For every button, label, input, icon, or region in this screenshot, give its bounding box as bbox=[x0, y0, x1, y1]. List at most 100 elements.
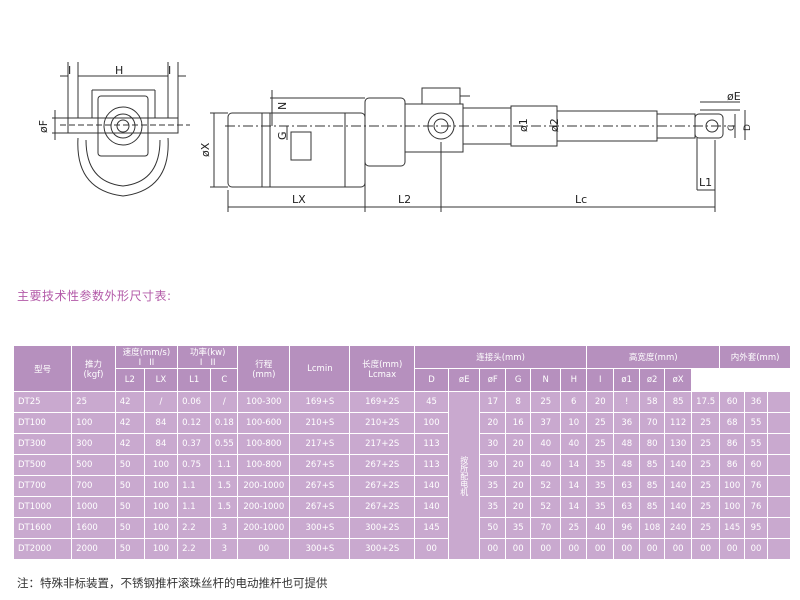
dim-label-C: C bbox=[727, 125, 737, 131]
dim-label-Lc: Lc bbox=[575, 193, 587, 206]
table-cell-d: 52 bbox=[530, 496, 562, 518]
side-view-motor-arc bbox=[77, 137, 169, 197]
table-cell-stroke: 200-1000 bbox=[237, 517, 291, 539]
subheader-cell: ø2 bbox=[639, 368, 666, 392]
header-row-2: L2 LX L1 C D øE øF G N H I ø1 ø2 øX bbox=[14, 368, 791, 392]
subheader-cell: øF bbox=[479, 368, 507, 392]
table-cell-s1: 42 bbox=[114, 391, 145, 413]
table-cell-d2: 55 bbox=[744, 412, 768, 434]
motor-body bbox=[227, 112, 366, 188]
table-cell-d: 40 bbox=[530, 454, 562, 476]
subheader-cell: LX bbox=[143, 368, 179, 392]
table-cell-d2: 76 bbox=[744, 496, 768, 518]
header-lcmin: Lcmin bbox=[289, 345, 351, 392]
table-cell-dx bbox=[766, 454, 792, 476]
table-cell-e: 14 bbox=[560, 454, 588, 476]
table-cell-l1: 30 bbox=[479, 433, 507, 455]
table-cell-model: DT100 bbox=[12, 412, 73, 434]
table-cell-n: 70 bbox=[639, 412, 666, 434]
table-cell-d1: 86 bbox=[719, 433, 746, 455]
table-cell-lcmax: 210+2S bbox=[349, 412, 415, 434]
table-cell-p1: 2.2 bbox=[177, 538, 212, 560]
table-cell-l1: 35 bbox=[479, 496, 507, 518]
dim-label-D: D bbox=[743, 124, 753, 131]
table-cell-dx bbox=[766, 517, 792, 539]
table-cell-c: 35 bbox=[505, 517, 532, 539]
gearbox bbox=[364, 97, 406, 167]
table-cell-f: 35 bbox=[586, 454, 615, 476]
subheader-cell: G bbox=[505, 368, 532, 392]
table-cell-dx bbox=[766, 496, 792, 518]
table-cell-lcmin: 217+S bbox=[289, 433, 351, 455]
table-cell-p2: 0.18 bbox=[210, 412, 239, 434]
table-cell-e: 25 bbox=[560, 517, 588, 539]
table-cell-stroke: 100-800 bbox=[237, 454, 291, 476]
dim-label-phi1: ø1 bbox=[517, 118, 530, 132]
table-cell-d2: 95 bbox=[744, 517, 768, 539]
table-cell-n: 80 bbox=[639, 433, 666, 455]
table-cell-p2: 1.5 bbox=[210, 475, 239, 497]
table-cell-dx bbox=[766, 475, 792, 497]
header-model: 型号 bbox=[12, 345, 73, 392]
subheader-cell: H bbox=[560, 368, 588, 392]
table-cell-h: 140 bbox=[664, 475, 693, 497]
table-cell-g: 96 bbox=[613, 517, 641, 539]
table-cell-d: 00 bbox=[530, 538, 562, 560]
table-cell-c: 8 bbox=[505, 391, 532, 413]
table-cell-p2: 1.5 bbox=[210, 496, 239, 518]
table-cell-stroke: 200-1000 bbox=[237, 475, 291, 497]
table-cell-n: 85 bbox=[639, 496, 666, 518]
table-cell-g: 63 bbox=[613, 475, 641, 497]
dim-label-LX: LX bbox=[292, 193, 306, 206]
table-cell-lcmin: 300+S bbox=[289, 538, 351, 560]
table-cell-d2: 60 bbox=[744, 454, 768, 476]
table-cell-c: 20 bbox=[505, 433, 532, 455]
table-cell-stroke: 00 bbox=[237, 538, 291, 560]
table-cell-e: 14 bbox=[560, 496, 588, 518]
table-cell-thrust: 2000 bbox=[71, 538, 116, 560]
table-cell-d: 52 bbox=[530, 475, 562, 497]
table-cell-model: DT1600 bbox=[12, 517, 73, 539]
table-cell-e: 40 bbox=[560, 433, 588, 455]
table-cell-lcmin: 300+S bbox=[289, 517, 351, 539]
table-cell-d1: 100 bbox=[719, 496, 746, 518]
subheader-cell: D bbox=[413, 368, 450, 392]
dim-label-N: N bbox=[276, 102, 289, 110]
table-cell-d1: 86 bbox=[719, 454, 746, 476]
table-cell-p1: 0.75 bbox=[177, 454, 212, 476]
table-cell-f: 35 bbox=[586, 475, 615, 497]
table-cell-d2: 00 bbox=[744, 538, 768, 560]
table-cell-l1: 20 bbox=[479, 412, 507, 434]
table-cell-l2: 113 bbox=[413, 433, 450, 455]
table-cell-l2: 145 bbox=[413, 517, 450, 539]
table-cell-dx bbox=[766, 412, 792, 434]
table-cell-i: 25 bbox=[691, 517, 721, 539]
table-cell-d1: 60 bbox=[719, 391, 746, 413]
table-cell-e: 14 bbox=[560, 475, 588, 497]
table-cell-p1: 0.06 bbox=[177, 391, 212, 413]
table-cell-n: 58 bbox=[639, 391, 666, 413]
header-power: 功率(kw)I II bbox=[177, 345, 239, 369]
table-cell-s2: 100 bbox=[143, 496, 179, 518]
table-cell-l1: 17 bbox=[479, 391, 507, 413]
table-cell-lcmax: 217+2S bbox=[349, 433, 415, 455]
table-cell-n: 108 bbox=[639, 517, 666, 539]
table-cell-d2: 36 bbox=[744, 391, 768, 413]
header-connector: 连接头(mm) bbox=[413, 345, 588, 369]
table-cell-d1: 145 bbox=[719, 517, 746, 539]
table-cell-lcmin: 210+S bbox=[289, 412, 351, 434]
table-cell-model: DT2000 bbox=[12, 538, 73, 560]
header-thrust: 推力(kgf) bbox=[71, 345, 116, 392]
table-cell-s2: 100 bbox=[143, 454, 179, 476]
table-cell-i: 25 bbox=[691, 496, 721, 518]
table-cell-s2: 84 bbox=[143, 433, 179, 455]
table-cell-thrust: 700 bbox=[71, 475, 116, 497]
table-cell-dx bbox=[766, 433, 792, 455]
table-cell-i: 17.5 bbox=[691, 391, 721, 413]
table-cell-i: 25 bbox=[691, 433, 721, 455]
